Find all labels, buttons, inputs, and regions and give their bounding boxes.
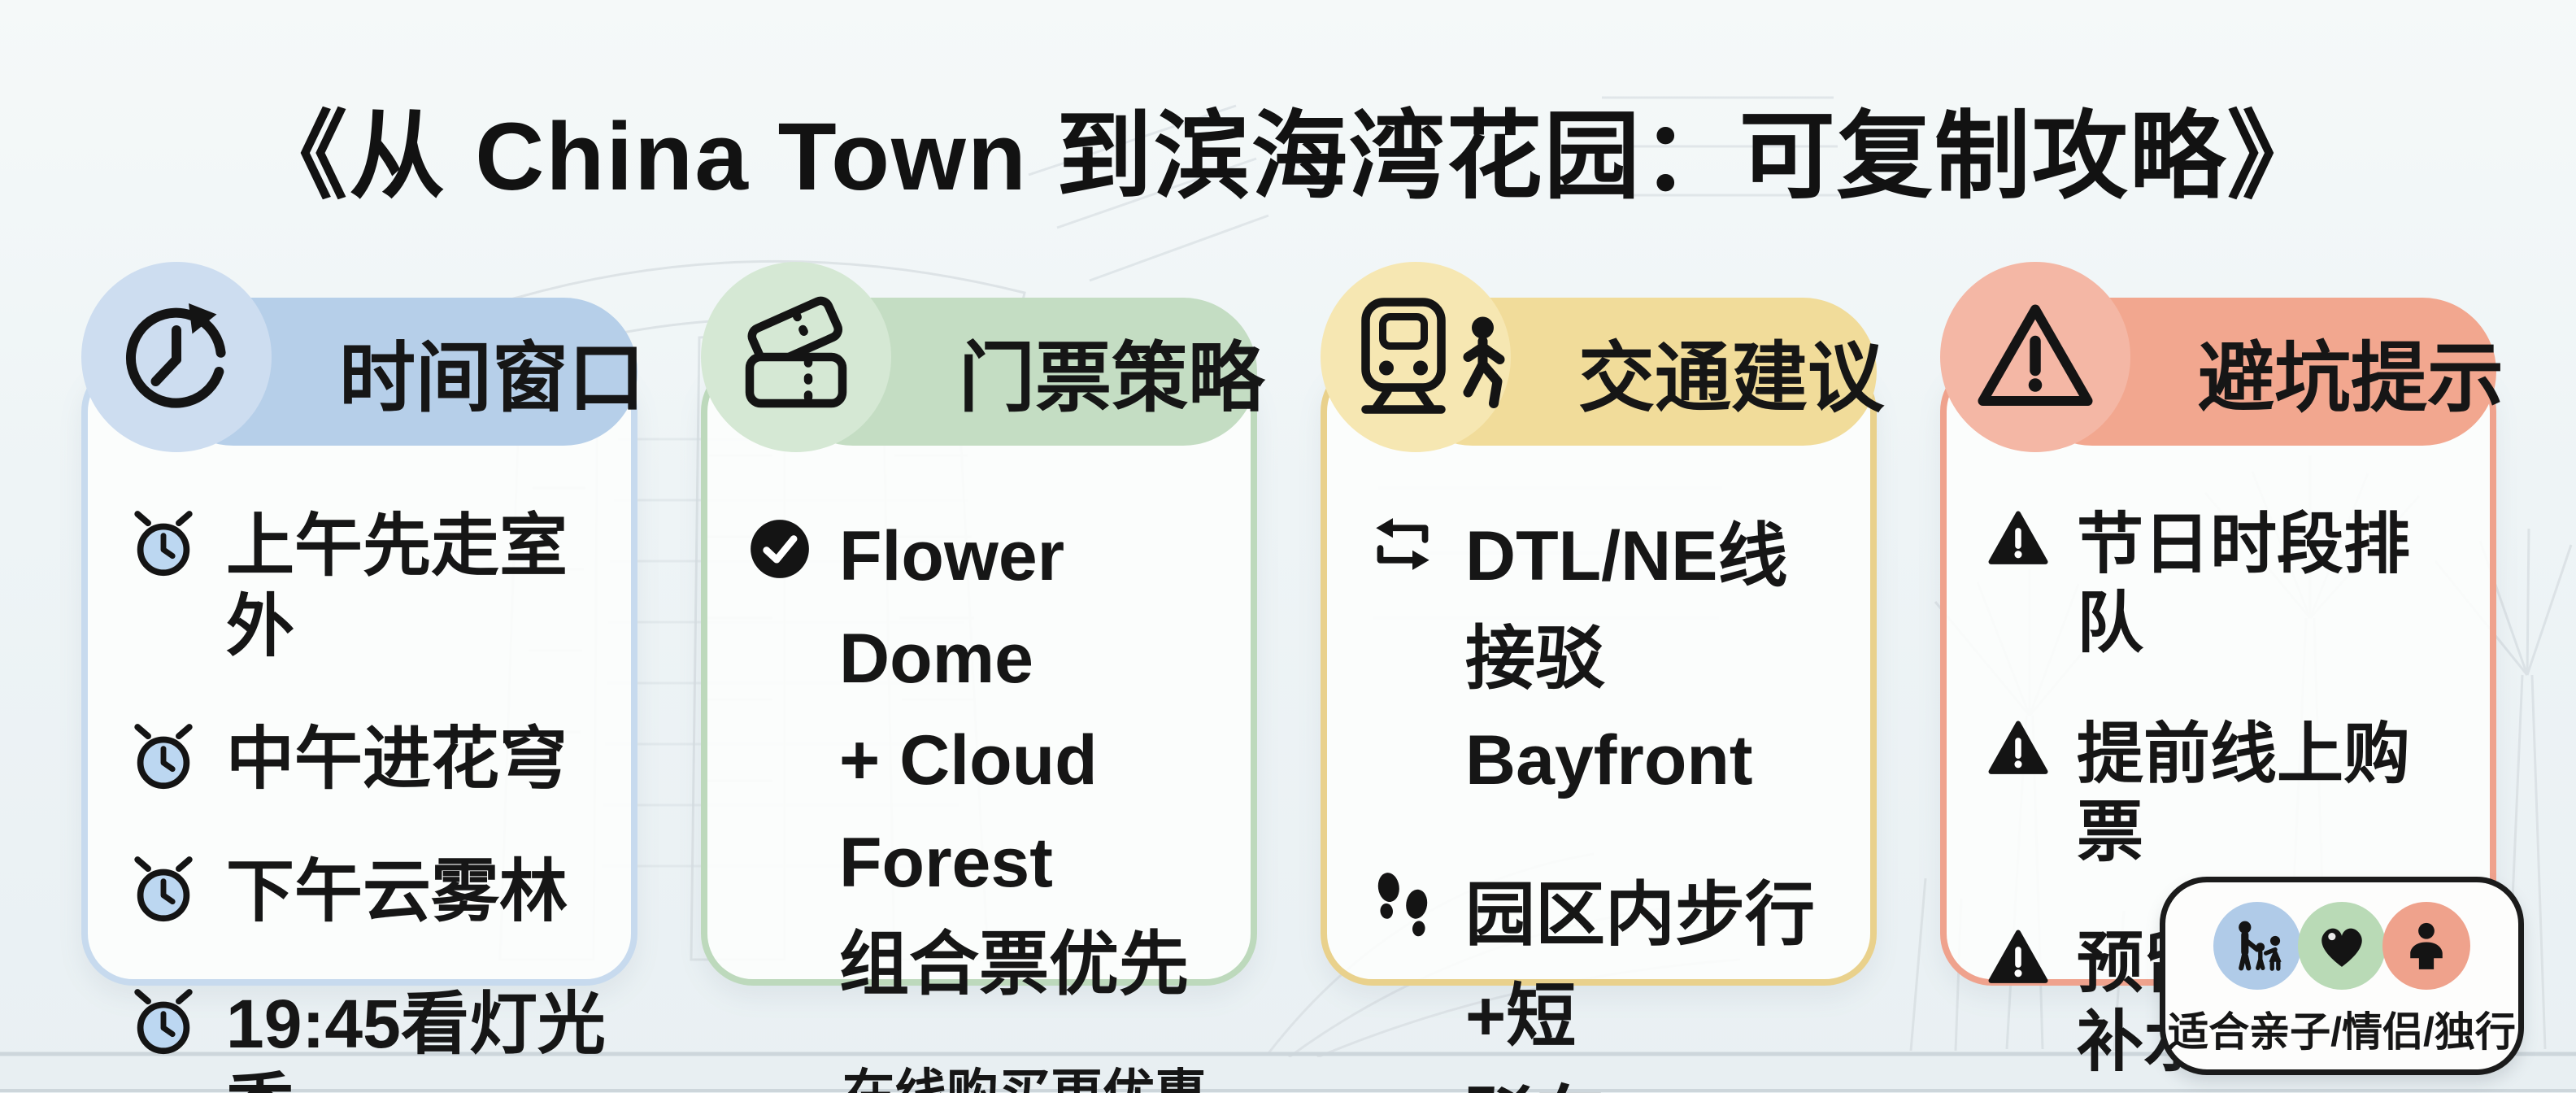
header-icon-circle (1321, 262, 1511, 452)
item-text: 上午先走室外 (226, 507, 568, 665)
card-header: 避坑提示 (1940, 262, 2504, 452)
item-text: 提前线上购票 (2077, 716, 2411, 870)
warning-triangle-icon (1978, 304, 2093, 406)
item-text: 中午进花穹 (226, 721, 568, 798)
list-item: DTL/NE线接驳 Bayfront (1368, 506, 1856, 812)
family-icon (2213, 902, 2301, 990)
metro-walk-icon (1360, 298, 1504, 414)
card-time-window: 时间窗口 上午先走室外 中午进花穹 (81, 262, 646, 1093)
card-transport-advice: 交通建议 DTL/NE线接驳 Bayfront (1321, 262, 1885, 1093)
list-item: 园区内步行+短 驳车 (1368, 864, 1856, 1093)
list-item: 下午云雾林 (128, 851, 616, 932)
card-content: DTL/NE线接驳 Bayfront 园区内步行+短 驳车 (1368, 506, 1856, 1093)
poster-title: 《从 China Town 到滨海湾花园：可复制攻略》 (251, 103, 2325, 211)
header-icon-circle (701, 262, 891, 452)
badge-label: 适合亲子/情侣/独行 (2168, 1009, 2516, 1055)
card-content: Flower Dome + Cloud Forest 组合票优先 在线购买更优惠 (748, 506, 1236, 1093)
list-item: Flower Dome + Cloud Forest 组合票优先 (748, 506, 1236, 1017)
item-text: Flower Dome + Cloud Forest 组合票优先 (839, 517, 1189, 1004)
solo-traveler-icon (2382, 902, 2470, 990)
card-header: 门票策略 (701, 262, 1265, 452)
tickets-icon (745, 296, 847, 408)
card-content: 上午先走室外 中午进花穹 下午云雾林 (128, 506, 616, 1093)
item-text: 下午云雾林 (226, 853, 568, 930)
card-body (701, 359, 1257, 986)
list-item: 上午先走室外 (128, 506, 616, 667)
item-text: DTL/NE线接驳 Bayfront (1465, 517, 1788, 800)
transfer-arrows-icon (1368, 509, 1438, 579)
list-item: 提前线上购票 (1987, 716, 2475, 873)
card-header: 交通建议 (1321, 262, 1885, 452)
card-title: 交通建议 (1578, 335, 1885, 420)
card-title: 门票策略 (959, 335, 1265, 420)
item-text: 19:45看灯光秀 (226, 986, 606, 1093)
item-text: 园区内步行+短 驳车 (1465, 875, 1815, 1093)
alarm-clock-icon (128, 722, 198, 792)
badge-icons (2213, 902, 2470, 990)
suitability-badge: 适合亲子/情侣/独行 (2160, 877, 2524, 1075)
item-text: 节日时段排队 (2077, 507, 2411, 660)
heart-icon (2298, 902, 2386, 990)
card-note: 在线购买更优惠 (842, 1052, 1236, 1093)
header-icon-circle (1940, 262, 2130, 452)
cards-row: 时间窗口 上午先走室外 中午进花穹 (81, 262, 2504, 1093)
check-circle-icon (748, 517, 812, 581)
alarm-clock-icon (128, 855, 198, 925)
card-ticket-strategy: 门票策略 Flower Dome + Cloud Forest 组合票优先 在线… (701, 262, 1265, 1093)
footprints-icon (1368, 868, 1438, 938)
warning-filled-icon (1987, 717, 2049, 779)
alarm-clock-icon (128, 509, 198, 579)
card-title: 时间窗口 (339, 335, 646, 420)
list-item: 中午进花穹 (128, 719, 616, 799)
card-title: 避坑提示 (2198, 335, 2504, 420)
warning-filled-icon (1987, 507, 2049, 569)
list-item: 节日时段排队 (1987, 506, 2475, 664)
header-icon-circle (81, 262, 272, 452)
clock-history-icon (126, 303, 226, 408)
warning-filled-icon (1987, 926, 2049, 988)
card-header: 时间窗口 (81, 262, 646, 452)
list-item: 19:45看灯光秀 (128, 984, 616, 1093)
alarm-clock-icon (128, 987, 198, 1057)
card-body (1321, 359, 1877, 986)
